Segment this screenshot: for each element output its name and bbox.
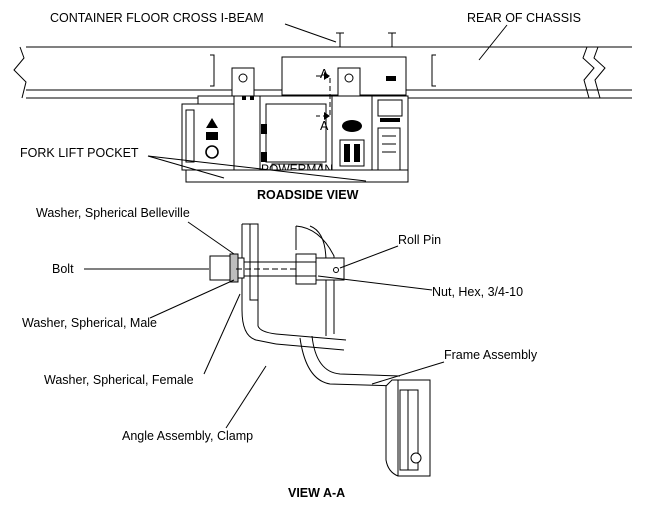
leader-fork-pocket-2	[147, 155, 367, 182]
leader-hex-nut	[317, 275, 433, 291]
section-label-top: A	[320, 67, 329, 81]
leader-angle-clamp	[225, 365, 267, 429]
clamp-assembly	[209, 223, 401, 387]
leader-frame-assembly	[371, 361, 445, 385]
leader-roll-pin	[339, 245, 399, 269]
label-rear-of-chassis: REAR OF CHASSIS	[467, 11, 581, 25]
leader-cross-ibeam	[284, 23, 337, 43]
label-roll-pin: Roll Pin	[398, 233, 441, 247]
label-spherical-male-washer: Washer, Spherical, Male	[22, 316, 157, 330]
label-fork-lift-pocket: FORK LIFT POCKET	[20, 146, 139, 160]
label-bolt: Bolt	[52, 262, 74, 276]
leader-fork-pocket-1	[147, 155, 225, 179]
leader-female-washer	[203, 293, 241, 375]
label-belleville-washer: Washer, Spherical Belleville	[36, 206, 190, 220]
frame-assembly	[385, 379, 431, 477]
label-spherical-female-washer: Washer, Spherical, Female	[44, 373, 194, 387]
title-roadside-view: ROADSIDE VIEW	[257, 188, 359, 202]
label-hex-nut: Nut, Hex, 3/4-10	[432, 285, 523, 299]
section-marker-a	[316, 72, 331, 120]
leader-belleville	[187, 221, 235, 255]
section-label-bottom: A	[320, 119, 329, 133]
leader-rear-of-chassis	[478, 24, 508, 61]
leader-male-washer	[149, 279, 235, 319]
label-cross-ibeam: CONTAINER FLOOR CROSS I-BEAM	[50, 11, 264, 25]
label-frame-assembly: Frame Assembly	[444, 348, 538, 362]
label-angle-assembly-clamp: Angle Assembly, Clamp	[122, 429, 253, 443]
cross-ibeams	[336, 32, 396, 47]
genset-unit: POWERMAN	[181, 56, 409, 183]
title-view-aa: VIEW A-A	[288, 486, 345, 500]
